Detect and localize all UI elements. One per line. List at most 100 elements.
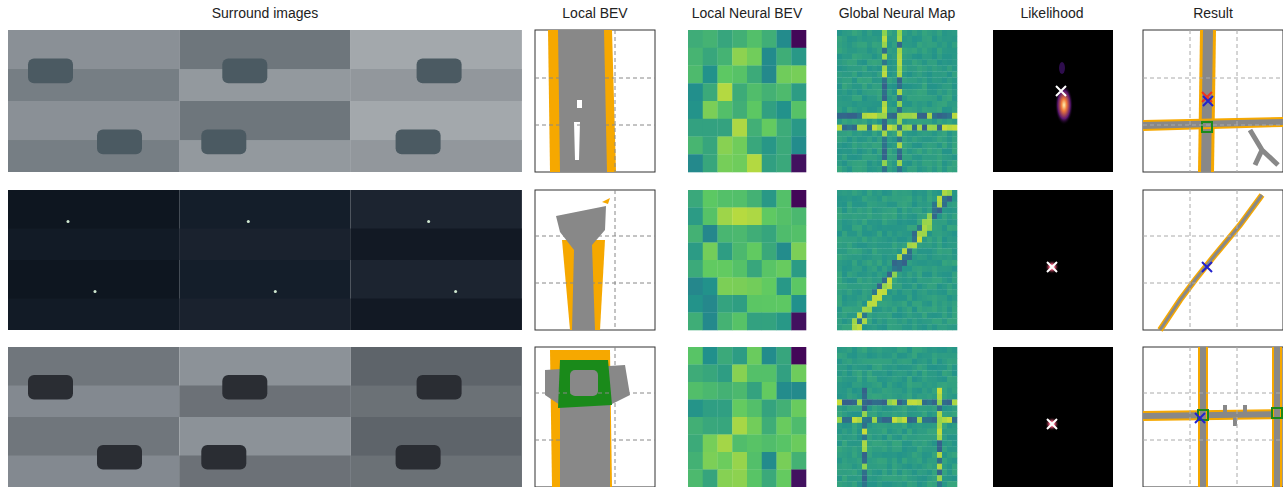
map-cell	[862, 237, 867, 243]
map-cell	[922, 42, 927, 48]
map-cell	[877, 394, 882, 400]
map-cell	[942, 77, 947, 83]
map-cell	[867, 365, 872, 371]
result-map	[1143, 190, 1283, 330]
map-cell	[932, 464, 937, 470]
map-cell	[882, 254, 887, 260]
map-cell	[892, 452, 897, 458]
map-cell	[897, 400, 902, 406]
map-cell	[892, 400, 897, 406]
map-cell	[952, 289, 957, 295]
map-cell	[852, 481, 857, 487]
map-cell	[857, 400, 862, 406]
map-cell	[907, 30, 912, 36]
camera-tile	[179, 347, 350, 417]
map-cell	[912, 113, 917, 119]
map-cell	[907, 231, 912, 237]
map-cell	[912, 307, 917, 313]
map-cell	[892, 313, 897, 319]
map-cell	[927, 452, 932, 458]
map-cell	[917, 119, 922, 125]
map-cell	[952, 283, 957, 289]
map-cell	[942, 464, 947, 470]
map-cell	[882, 154, 887, 160]
map-cell	[937, 160, 942, 166]
map-cell	[877, 237, 882, 243]
feature-cell	[791, 435, 806, 453]
map-cell	[932, 131, 937, 137]
map-cell	[917, 382, 922, 388]
map-cell	[847, 30, 852, 36]
map-cell	[932, 289, 937, 295]
map-cell	[922, 440, 927, 446]
map-cell	[952, 435, 957, 441]
map-cell	[907, 394, 912, 400]
map-cell	[852, 411, 857, 417]
map-cell	[947, 42, 952, 48]
map-cell	[917, 400, 922, 406]
map-cell	[952, 237, 957, 243]
map-cell	[877, 83, 882, 89]
map-cell	[922, 71, 927, 77]
map-cell	[942, 66, 947, 72]
map-cell	[917, 48, 922, 54]
map-cell	[837, 36, 842, 42]
map-cell	[862, 101, 867, 107]
map-cell	[907, 347, 912, 353]
feature-cell	[747, 66, 762, 84]
map-cell	[927, 254, 932, 260]
map-cell	[922, 107, 927, 113]
map-cell	[952, 411, 957, 417]
map-cell	[887, 307, 892, 313]
camera-tile	[179, 299, 350, 331]
map-cell	[852, 452, 857, 458]
map-cell	[837, 283, 842, 289]
map-cell	[837, 429, 842, 435]
map-cell	[842, 48, 847, 54]
map-cell	[837, 95, 842, 101]
map-cell	[847, 42, 852, 48]
map-cell	[842, 89, 847, 95]
map-cell	[842, 394, 847, 400]
map-cell	[852, 83, 857, 89]
feature-cell	[718, 101, 733, 119]
map-cell	[892, 154, 897, 160]
map-cell	[837, 313, 842, 319]
map-cell	[837, 125, 842, 131]
map-cell	[882, 237, 887, 243]
map-cell	[887, 42, 892, 48]
map-cell	[877, 219, 882, 225]
map-cell	[852, 101, 857, 107]
map-cell	[947, 142, 952, 148]
map-cell	[872, 30, 877, 36]
map-cell	[842, 254, 847, 260]
map-cell	[852, 365, 857, 371]
map-cell	[927, 225, 932, 231]
map-cell	[887, 423, 892, 429]
map-cell	[917, 160, 922, 166]
map-cell	[902, 475, 907, 481]
map-cell	[892, 148, 897, 154]
map-cell	[912, 208, 917, 214]
map-cell	[952, 423, 957, 429]
map-cell	[837, 202, 842, 208]
map-cell	[907, 417, 912, 423]
map-cell	[897, 324, 902, 330]
map-cell	[912, 154, 917, 160]
map-cell	[837, 154, 842, 160]
feature-cell	[777, 119, 792, 137]
map-cell	[952, 405, 957, 411]
camera-tile	[351, 101, 522, 172]
map-cell	[877, 166, 882, 172]
map-cell	[882, 36, 887, 42]
map-cell	[847, 370, 852, 376]
map-cell	[932, 313, 937, 319]
feature-cell	[703, 452, 718, 470]
map-cell	[882, 435, 887, 441]
map-cell	[922, 376, 927, 382]
map-cell	[907, 405, 912, 411]
map-cell	[942, 248, 947, 254]
map-cell	[872, 248, 877, 254]
map-cell	[927, 66, 932, 72]
map-cell	[872, 446, 877, 452]
